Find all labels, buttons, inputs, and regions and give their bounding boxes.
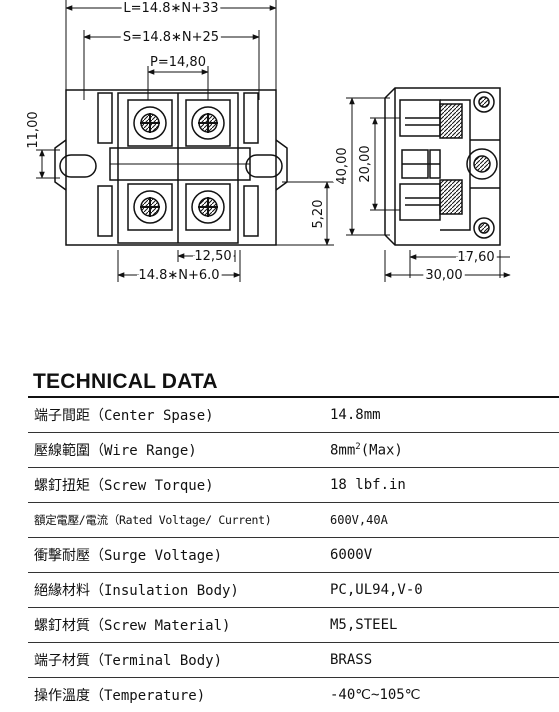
- dim-height-left: 11,00: [26, 111, 41, 148]
- spec-value: -40℃~105℃: [330, 687, 421, 703]
- spec-value: M5,STEEL: [330, 617, 398, 633]
- spec-label: 端子間距（Center Spase): [34, 408, 214, 424]
- spec-label: 壓線範圍（Wire Range): [34, 443, 197, 459]
- spec-row: 額定電壓/電流（Rated Voltage/ Current) 600V,40A: [28, 503, 559, 538]
- spec-label: 操作溫度（Temperature): [34, 688, 206, 704]
- spec-value-sup: 2: [355, 441, 361, 452]
- side-view: [346, 87, 511, 282]
- spec-row: 螺釘材質（Screw Material) M5,STEEL: [28, 608, 559, 643]
- spec-row: 衝擊耐壓（Surge Voltage) 6000V: [28, 538, 559, 573]
- spec-label: 端子材質（Terminal Body): [34, 653, 223, 669]
- dim-total-length: L=14.8∗N+33: [123, 1, 218, 16]
- spec-row: 操作溫度（Temperature) -40℃~105℃: [28, 678, 559, 712]
- spec-row: 壓線範圍（Wire Range) 8mm2(Max): [28, 433, 559, 468]
- spec-row: 端子間距（Center Spase) 14.8mm: [28, 398, 559, 433]
- dim-total-height: 40,00: [335, 147, 350, 184]
- dim-pin-offset: 12,50: [194, 249, 231, 264]
- dim-side-width: 30,00: [425, 268, 462, 283]
- dim-pitch: P=14,80: [150, 55, 206, 70]
- dim-base-length: 14.8∗N+6.0: [138, 268, 219, 283]
- section-title: TECHNICAL DATA: [33, 370, 218, 393]
- spec-label: 絕緣材料（Insulation Body): [34, 583, 239, 599]
- spec-value-main: 8mm: [330, 442, 356, 459]
- spec-row: 絕緣材料（Insulation Body) PC,UL94,V-0: [28, 573, 559, 608]
- dim-side-offset: 5,20: [311, 200, 326, 229]
- spec-value: 600V,40A: [330, 513, 388, 527]
- spec-label: 額定電壓/電流（Rated Voltage/ Current): [34, 513, 272, 527]
- spec-label: 螺釘材質（Screw Material): [34, 618, 231, 634]
- spec-row: 螺釘扭矩（Screw Torque) 18 lbf.in: [28, 468, 559, 503]
- technical-drawing: L=14.8∗N+33 S=14.8∗N+25 P=14,80 11,00 5,…: [26, 0, 511, 286]
- spec-value: 8mm2(Max): [324, 442, 559, 459]
- spec-table: 端子間距（Center Spase) 14.8mm 壓線範圍（Wire Rang…: [28, 398, 559, 712]
- spec-label: 衝擊耐壓（Surge Voltage): [34, 548, 223, 564]
- spec-value: PC,UL94,V-0: [330, 582, 423, 598]
- spec-value: 6000V: [330, 547, 373, 563]
- spec-row: 端子材質（Terminal Body) BRASS: [28, 643, 559, 678]
- spec-label: 螺釘扭矩（Screw Torque): [34, 478, 214, 494]
- spec-value: BRASS: [330, 652, 373, 668]
- section-divider: [28, 396, 559, 398]
- dim-inner-height: 20,00: [358, 145, 373, 182]
- spec-value: 14.8mm: [330, 407, 381, 423]
- spec-value: 18 lbf.in: [330, 477, 406, 493]
- spec-value-suffix: (Max): [360, 442, 403, 459]
- dim-screw-span: S=14.8∗N+25: [123, 30, 219, 45]
- dim-side-depth: 17,60: [457, 250, 494, 265]
- front-view: [36, 0, 334, 282]
